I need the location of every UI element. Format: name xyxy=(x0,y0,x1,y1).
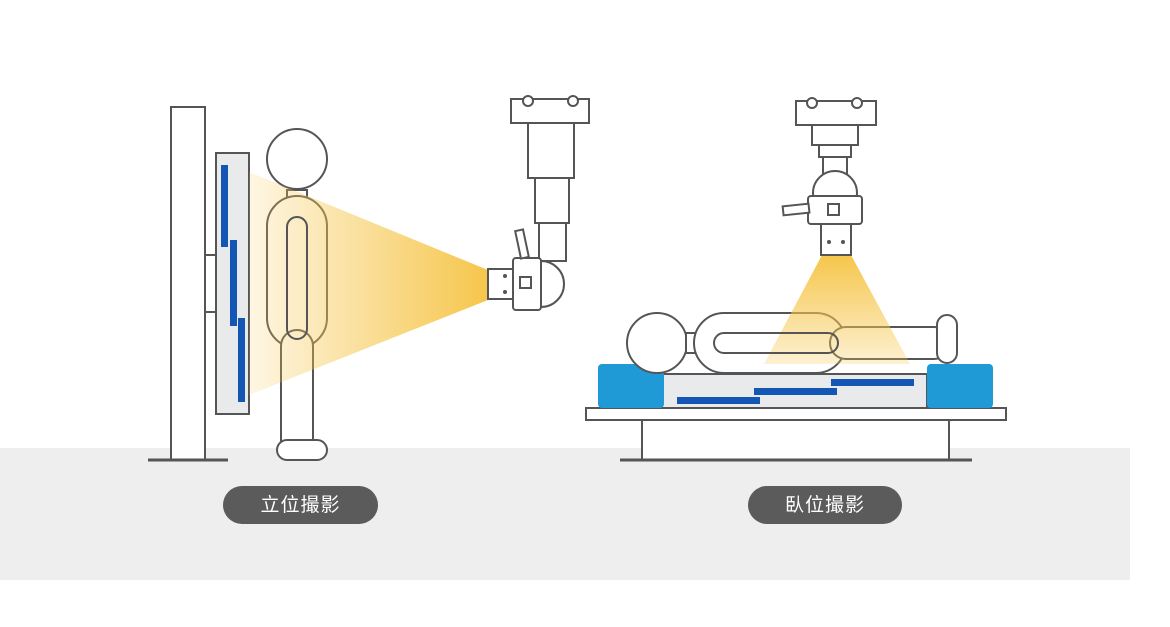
standing-foot xyxy=(276,439,328,461)
floor-lower-band xyxy=(0,448,1130,580)
table-detector-strip-3 xyxy=(831,379,914,386)
standing-head xyxy=(266,128,328,190)
rail-wheel-left-2 xyxy=(806,97,818,109)
standing-radiography-illustration xyxy=(148,95,590,462)
column-upper xyxy=(527,122,575,179)
detector-strip-1 xyxy=(221,165,228,247)
collimator-dot-3 xyxy=(827,240,831,244)
rail-wheel-right-2 xyxy=(851,97,863,109)
wall-stand xyxy=(170,106,206,461)
detector-strip-3 xyxy=(238,318,245,402)
column-middle xyxy=(534,177,570,224)
lying-head xyxy=(626,312,688,374)
table-top xyxy=(585,407,1007,421)
label-lying-radiography: 臥位撮影 xyxy=(748,486,902,524)
head-cushion xyxy=(598,364,664,408)
rail-wheel-left xyxy=(522,95,534,107)
column-upper-2 xyxy=(811,124,859,146)
collimator-2 xyxy=(820,223,852,256)
table-detector-strip-1 xyxy=(677,397,760,404)
collimator-dot-1 xyxy=(503,274,507,278)
foot-cushion xyxy=(927,364,993,408)
standing-arm xyxy=(286,216,308,340)
tube-handle-2 xyxy=(781,202,811,217)
collimator-dot-4 xyxy=(841,240,845,244)
rail-wheel-right xyxy=(567,95,579,107)
xray-beam-icon xyxy=(249,172,488,395)
lying-foot xyxy=(936,314,958,364)
table-detector-strip-2 xyxy=(754,388,837,395)
column-middle-2 xyxy=(818,144,852,158)
tube-handle xyxy=(513,228,531,260)
xray-beam-vertical xyxy=(764,255,910,364)
detector-strip-2 xyxy=(230,240,237,326)
lying-arm xyxy=(713,332,839,354)
tube-window xyxy=(519,276,532,289)
label-standing-radiography: 立位撮影 xyxy=(223,486,378,524)
column-lower xyxy=(538,222,567,262)
table-pedestal xyxy=(641,419,950,461)
tube-window-2 xyxy=(827,203,840,216)
collimator xyxy=(487,268,514,300)
collimator-dot-2 xyxy=(503,290,507,294)
lying-radiography-illustration xyxy=(585,97,1007,462)
